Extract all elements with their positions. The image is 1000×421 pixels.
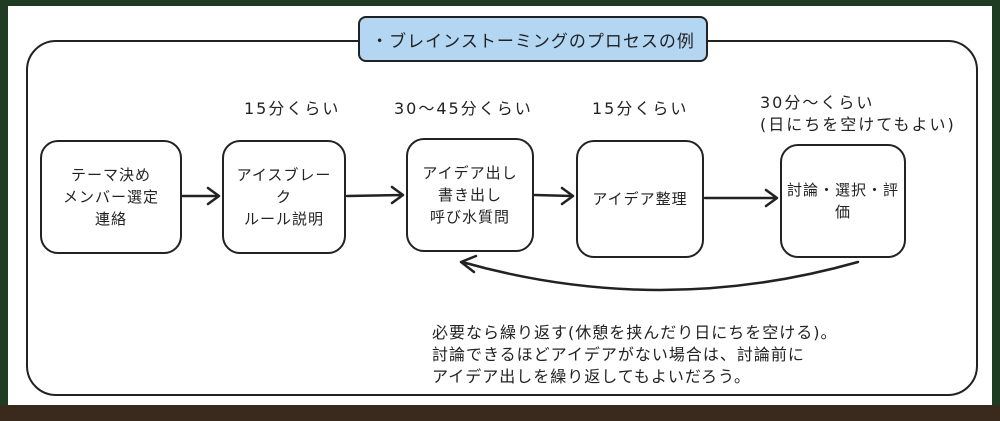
arrow-1-2 bbox=[181, 186, 221, 206]
arrow-2-3 bbox=[345, 185, 405, 205]
note-line-1: 必要なら繰り返す(休憩を挟んだり日にちを空ける)。 bbox=[432, 323, 838, 342]
arrow-3-4 bbox=[533, 186, 575, 206]
step-3-box: アイデア出し 書き出し 呼び水質問 bbox=[406, 138, 534, 252]
step-4-duration: 15分くらい bbox=[592, 99, 689, 118]
diagram-title: ・ブレインストーミングのプロセスの例 bbox=[358, 16, 708, 62]
step-3-duration: 30～45分くらい bbox=[394, 99, 533, 118]
bottom-strip bbox=[0, 405, 1000, 421]
note-text: 必要なら繰り返す(休憩を挟んだり日にちを空ける)。 討論できるほどアイデアがない… bbox=[432, 322, 838, 388]
step-5-duration: 30分～くらい (日にちを空けてもよい) bbox=[760, 93, 956, 134]
step-4-box: アイデア整理 bbox=[576, 140, 704, 258]
return-arrow bbox=[459, 254, 860, 292]
step-2-box: アイスブレー ク ルール説明 bbox=[222, 140, 346, 254]
note-line-2: 討論できるほどアイデアがない場合は、討論前に bbox=[432, 345, 805, 364]
arrow-4-5 bbox=[703, 188, 779, 208]
note-line-3: アイデア出しを繰り返してもよいだろう。 bbox=[432, 367, 752, 386]
step-5-box: 討論・選択・評 価 bbox=[780, 144, 906, 258]
step-1-box: テーマ決め メンバー選定 連絡 bbox=[40, 140, 182, 254]
step-2-duration: 15分くらい bbox=[244, 99, 341, 118]
